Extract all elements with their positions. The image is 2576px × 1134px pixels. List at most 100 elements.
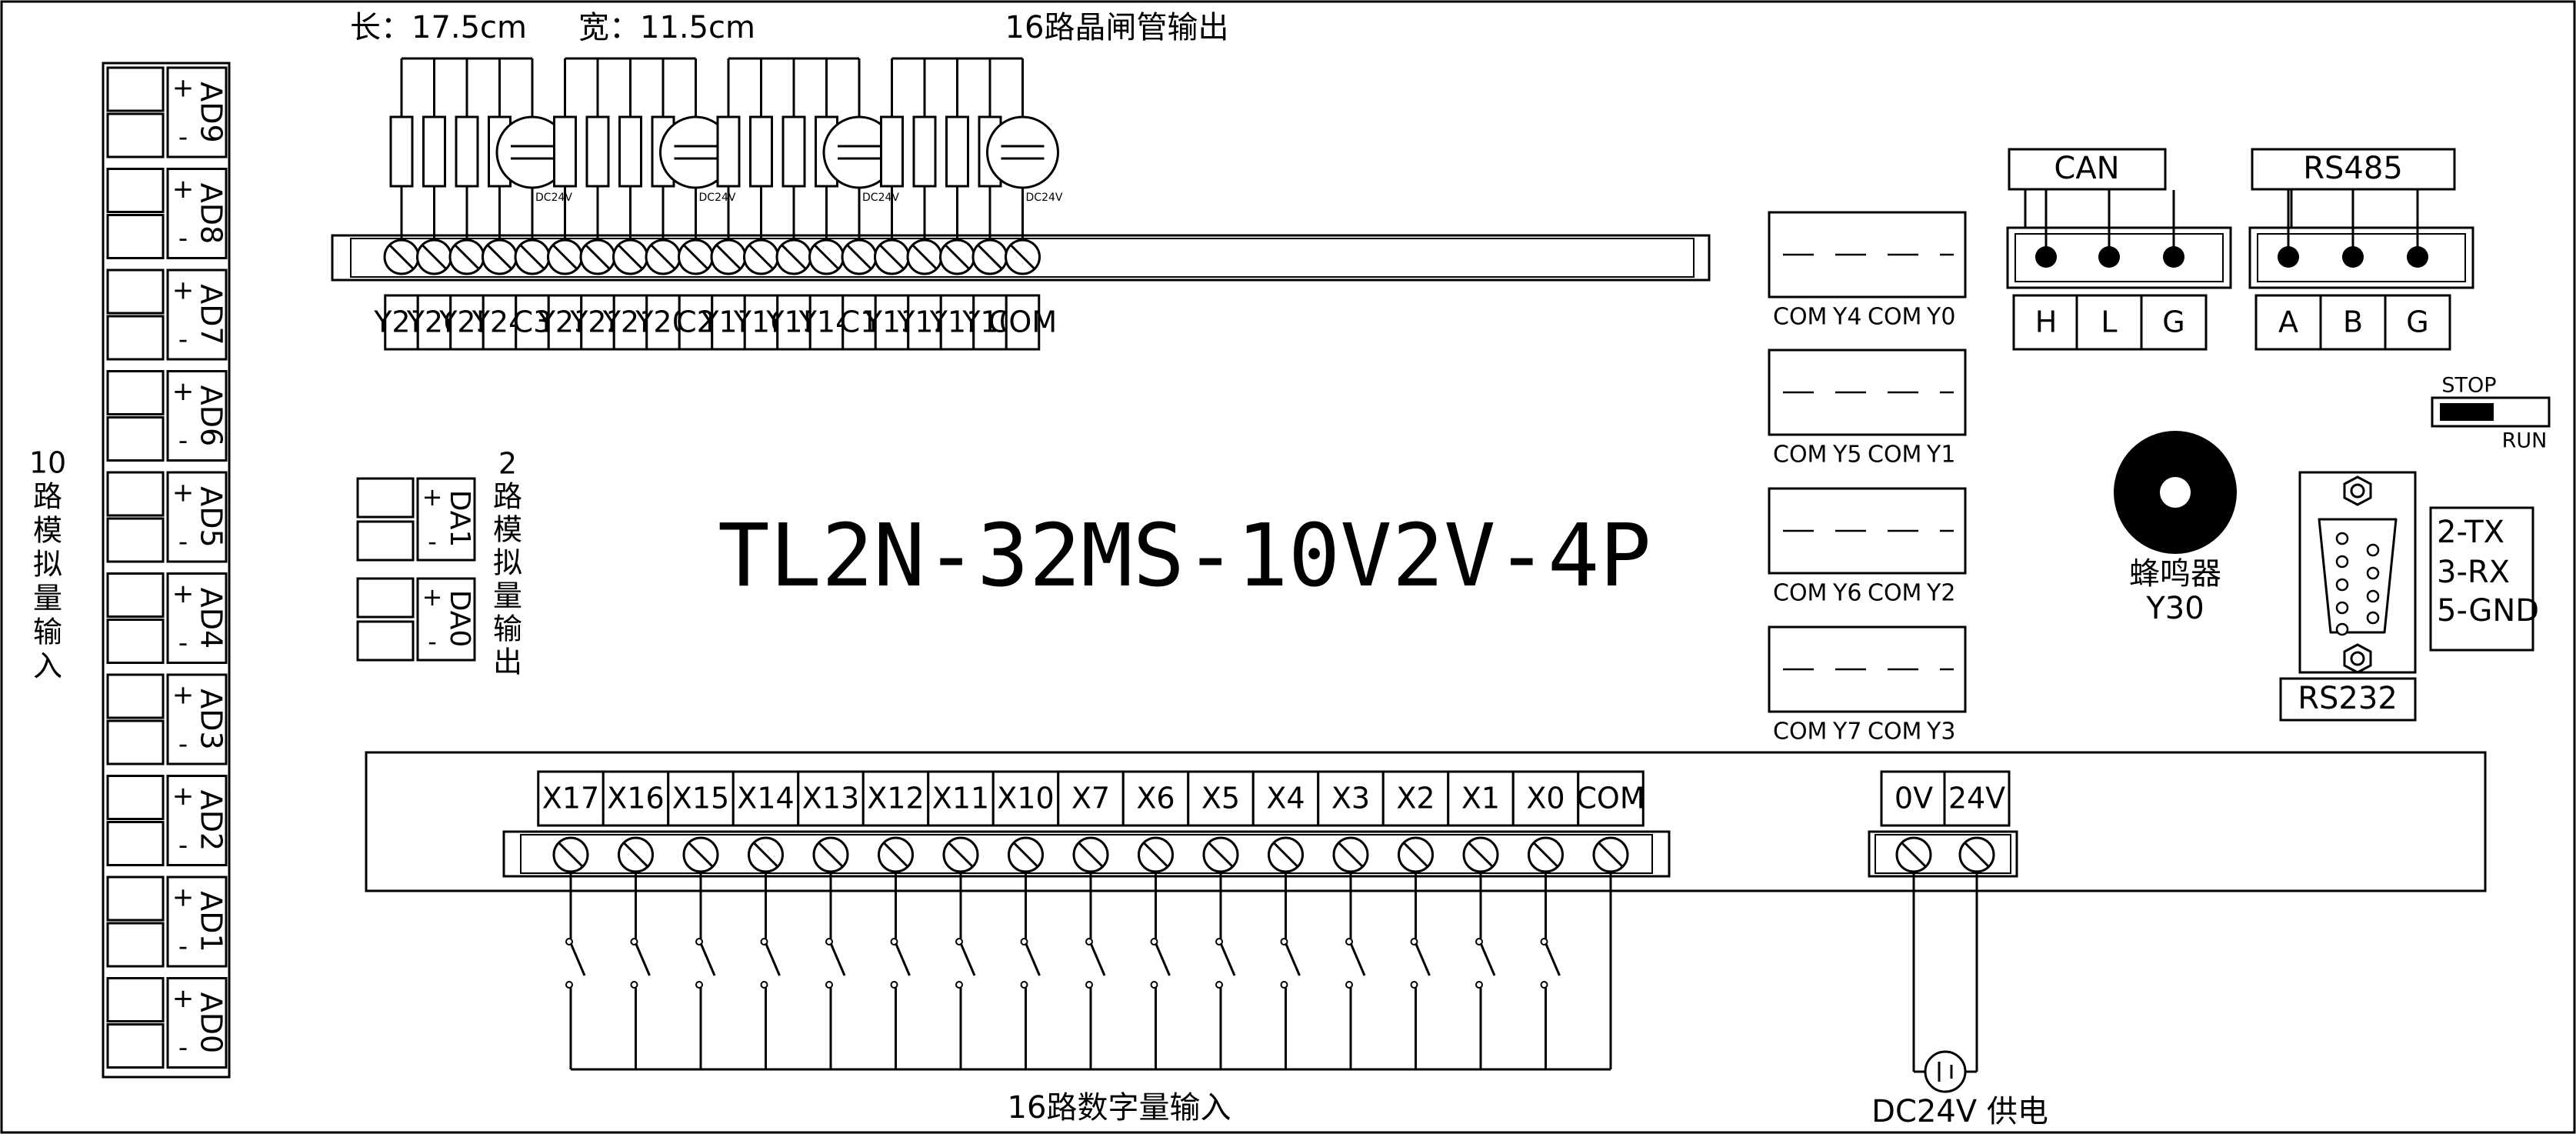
input-terminal-label: X10 [997, 782, 1054, 815]
analog-output-minus-terminal [356, 620, 415, 662]
analog-output-minus-terminal [356, 520, 415, 562]
analog-input-plus-terminal [106, 876, 165, 922]
analog-input-plus-sign: + [172, 174, 195, 205]
analog-input-plus-sign: + [172, 478, 195, 509]
analog-input-minus-terminal [106, 416, 165, 462]
input-label-cell [1511, 770, 1580, 827]
input-switch-blade [1285, 942, 1301, 976]
analog-output-channel-box [416, 577, 476, 662]
can-pin-dot [2035, 246, 2057, 268]
can-pin-cell [2140, 294, 2208, 351]
rs485-pin-label: B [2343, 305, 2363, 339]
relay-com-label: COM [1868, 580, 1921, 607]
output-label-cell [384, 294, 419, 351]
input-switch-contact [760, 981, 768, 989]
rs485-title-box [2251, 148, 2456, 191]
input-switch-blade [699, 942, 716, 976]
input-terminal-screw-slot [948, 842, 974, 868]
input-switch-blade [1415, 942, 1431, 976]
output-terminal-screw-slot [585, 244, 611, 270]
input-terminal-screw-slot [1273, 842, 1298, 868]
output-label-cell [711, 294, 746, 351]
analog-input-channel-box [166, 268, 228, 361]
analog-input-plus-sign: + [172, 882, 195, 913]
analog-output-plus-terminal [356, 577, 415, 619]
analog-input-channel-label: AD9 [195, 82, 228, 142]
input-terminal-label: X17 [542, 782, 599, 815]
model-name: TL2N-32MS-10V2V-4P [718, 506, 1651, 606]
analog-input-title-char: 拟 [33, 548, 62, 582]
input-switch-blade [1155, 942, 1171, 976]
dimension-width: 宽：11.5cm [578, 10, 755, 45]
analog-input-plus-terminal [106, 370, 165, 415]
input-switch-contact [825, 981, 833, 989]
relay-y-label: Y3 [1926, 719, 1955, 745]
analog-output-title-char: 输 [493, 612, 522, 646]
analog-input-channel-label: AD3 [195, 689, 228, 749]
input-switch-contact [565, 981, 573, 989]
input-switch-contact [1540, 981, 1548, 989]
analog-output-title-char: 拟 [493, 546, 522, 580]
rs232-label-box [2279, 677, 2417, 722]
db9-pins [2335, 532, 2380, 636]
analog-input-channel-box [166, 977, 228, 1069]
input-terminal-label: X1 [1461, 782, 1500, 815]
input-label-cell [1317, 770, 1385, 827]
input-terminal-screw-slot [1468, 842, 1494, 868]
rs232-name: RS232 [2298, 681, 2398, 716]
output-terminal-screw-slot [650, 244, 676, 270]
can-socket-inner [2014, 233, 2224, 282]
input-switch-blade [1479, 942, 1496, 976]
input-switch-blade [569, 942, 586, 976]
input-label-cell [1447, 770, 1515, 827]
resistor-icon [945, 115, 969, 188]
rs485-pin-label: G [2406, 305, 2428, 339]
output-label-cell [416, 294, 452, 351]
rs485-pin-dot [2342, 246, 2364, 268]
input-terminal-screw-slot [1208, 842, 1234, 868]
analog-output-title-char: 模 [493, 513, 522, 547]
analog-input-channel-label: AD8 [195, 183, 228, 244]
lamp-voltage-label: DC24V [535, 192, 572, 204]
analog-input-minus-sign: - [178, 1032, 188, 1063]
analog-output-title-char: 2 [498, 447, 517, 481]
relay-com-label: COM [1773, 304, 1827, 331]
analog-output-channel-label: DA0 [444, 590, 475, 648]
resistor-icon [781, 115, 806, 188]
analog-input-plus-terminal [106, 977, 165, 1022]
analog-input-title-char: 输 [33, 615, 62, 649]
analog-input-minus-sign: - [178, 527, 188, 558]
output-terminal-screw-slot [715, 244, 741, 270]
rs485-title: RS485 [2303, 151, 2403, 186]
analog-input-plus-sign: + [172, 376, 195, 407]
input-switch-contact [695, 981, 703, 989]
lamp-voltage-label: DC24V [699, 192, 736, 204]
output-terminal-screw-slot [487, 244, 512, 270]
analog-input-channel-box [166, 168, 228, 259]
rs485-pin-cell [2254, 294, 2322, 351]
output-terminal-screw-slot [977, 244, 1003, 270]
input-switch-blade [895, 942, 911, 976]
output-terminal-screw-slot [618, 244, 643, 270]
analog-input-minus-terminal [106, 1023, 165, 1069]
analog-output-title-char: 量 [493, 579, 522, 613]
input-switch-blade [765, 942, 781, 976]
rs485-pin-label: A [2278, 305, 2298, 339]
output-label-cell [1005, 294, 1041, 351]
analog-input-plus-terminal [106, 572, 165, 618]
input-terminal-screw-slot [1143, 842, 1168, 868]
analog-input-channel-box [166, 370, 228, 462]
input-terminal-label: X3 [1331, 782, 1370, 815]
input-label-cell [1057, 770, 1125, 827]
relay-com-label: COM [1773, 719, 1827, 745]
output-label-cell [580, 294, 615, 351]
input-terminal-screw-slot [1338, 842, 1364, 868]
output-terminal-screw-slot [846, 244, 872, 270]
power-terminal-screw-slot [1901, 842, 1927, 868]
analog-input-minus-sign: - [178, 830, 188, 861]
resistor-icon [880, 115, 904, 188]
output-label-cell [612, 294, 648, 351]
input-switch-contact [1150, 981, 1158, 989]
